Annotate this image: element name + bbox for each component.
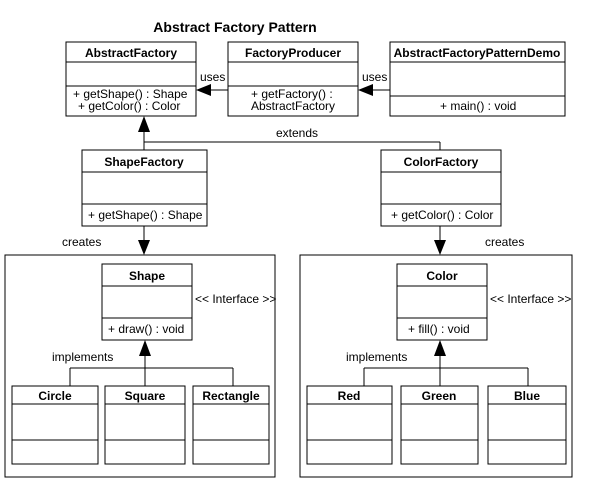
- class-name: Green: [422, 389, 457, 403]
- extends-label: extends: [276, 126, 318, 140]
- diagram-title: Abstract Factory Pattern: [153, 19, 316, 35]
- class-name: Circle: [38, 389, 72, 403]
- class-name: AbstractFactory: [85, 46, 177, 60]
- class-name: AbstractFactoryPatternDemo: [394, 46, 561, 60]
- method: + getColor() : Color: [78, 99, 180, 113]
- method-continued: AbstractFactory: [251, 99, 335, 113]
- class-name: FactoryProducer: [245, 46, 341, 60]
- class-name: Square: [125, 389, 166, 403]
- class-square[interactable]: Square: [104, 385, 186, 465]
- implements-relation-shape: implements: [52, 340, 234, 386]
- class-name: ShapeFactory: [104, 155, 184, 169]
- class-factory-producer[interactable]: FactoryProducer + getFactory() : Abstrac…: [227, 41, 359, 117]
- interface-stereotype: << Interface >>: [490, 292, 571, 306]
- method: + getShape() : Shape: [88, 208, 203, 222]
- interface-stereotype: << Interface >>: [195, 292, 276, 306]
- class-rectangle[interactable]: Rectangle: [192, 385, 270, 465]
- class-name: Color: [426, 269, 458, 283]
- uses-label: uses: [362, 70, 387, 84]
- uses-arrow-demo-to-producer: uses: [358, 70, 390, 96]
- method: + main() : void: [440, 99, 516, 113]
- interface-color[interactable]: Color + fill() : void: [396, 263, 488, 341]
- class-blue[interactable]: Blue: [487, 385, 567, 465]
- class-green[interactable]: Green: [400, 385, 479, 465]
- class-shape-factory[interactable]: ShapeFactory + getShape() : Shape: [81, 149, 208, 227]
- method: + getFactory() :: [251, 87, 333, 101]
- color-package: [299, 254, 573, 478]
- class-color-factory[interactable]: ColorFactory + getColor() : Color: [380, 149, 502, 227]
- class-red[interactable]: Red: [306, 385, 393, 465]
- implements-relation-color: implements: [346, 340, 529, 386]
- class-name: ColorFactory: [404, 155, 479, 169]
- creates-arrow-color: creates: [434, 226, 524, 255]
- method: + fill() : void: [408, 322, 470, 336]
- method: + draw() : void: [108, 322, 184, 336]
- class-circle[interactable]: Circle: [11, 385, 99, 465]
- extends-relation: extends: [138, 116, 441, 150]
- creates-arrow-shape: creates: [62, 226, 150, 255]
- interface-shape[interactable]: Shape + draw() : void: [101, 263, 193, 341]
- implements-label: implements: [346, 350, 407, 364]
- shape-package: [4, 254, 276, 478]
- class-name: Shape: [129, 269, 165, 283]
- class-name: Blue: [514, 389, 540, 403]
- method: + getColor() : Color: [391, 208, 493, 222]
- uses-arrow-producer-to-abstract-factory: uses: [196, 70, 228, 96]
- method: + getShape() : Shape: [73, 87, 188, 101]
- implements-label: implements: [52, 350, 113, 364]
- class-name: Red: [338, 389, 361, 403]
- class-name: Rectangle: [202, 389, 260, 403]
- uses-label: uses: [200, 70, 225, 84]
- creates-label: creates: [485, 235, 524, 249]
- creates-label: creates: [62, 235, 101, 249]
- class-abstract-factory[interactable]: AbstractFactory + getShape() : Shape + g…: [65, 41, 197, 117]
- class-abstract-factory-pattern-demo[interactable]: AbstractFactoryPatternDemo + main() : vo…: [389, 41, 566, 117]
